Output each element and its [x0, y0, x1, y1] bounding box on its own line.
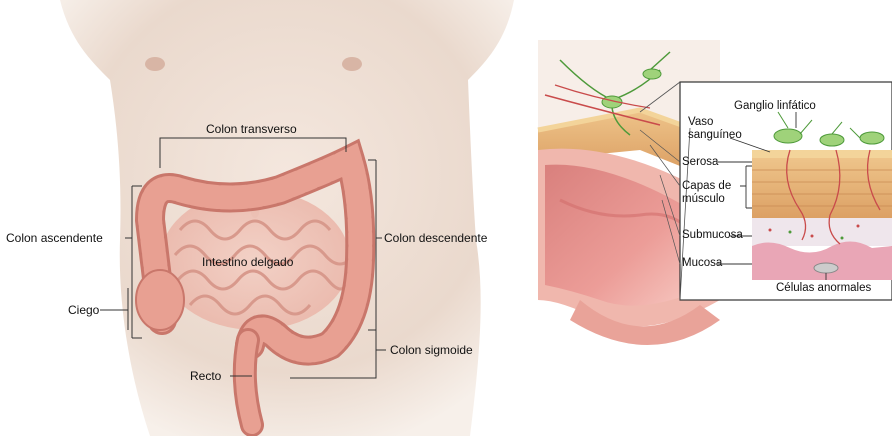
label-blood-vessel-line2: sanguíneo: [688, 129, 742, 142]
label-small-intestine: Intestino delgado: [202, 255, 293, 269]
label-cecum: Ciego: [68, 303, 99, 317]
label-submucosa: Submucosa: [682, 229, 743, 242]
label-mucosa: Mucosa: [682, 257, 722, 270]
label-rectum: Recto: [190, 369, 221, 383]
label-muscle-line2: músculo: [682, 193, 725, 206]
label-colon-transverse: Colon transverso: [206, 122, 297, 136]
label-colon-sigmoid: Colon sigmoide: [390, 343, 473, 357]
nipple-right: [342, 57, 362, 71]
label-colon-descending: Colon descendente: [384, 231, 487, 245]
nipple-left: [145, 57, 165, 71]
label-lymph-node: Ganglio linfático: [734, 100, 816, 113]
label-blood-vessel-line1: Vaso: [688, 116, 713, 129]
label-colon-ascending: Colon ascendente: [6, 231, 103, 245]
label-serosa: Serosa: [682, 156, 718, 169]
label-abnormal-cells: Células anormales: [776, 282, 871, 295]
label-muscle-line1: Capas de: [682, 180, 731, 193]
